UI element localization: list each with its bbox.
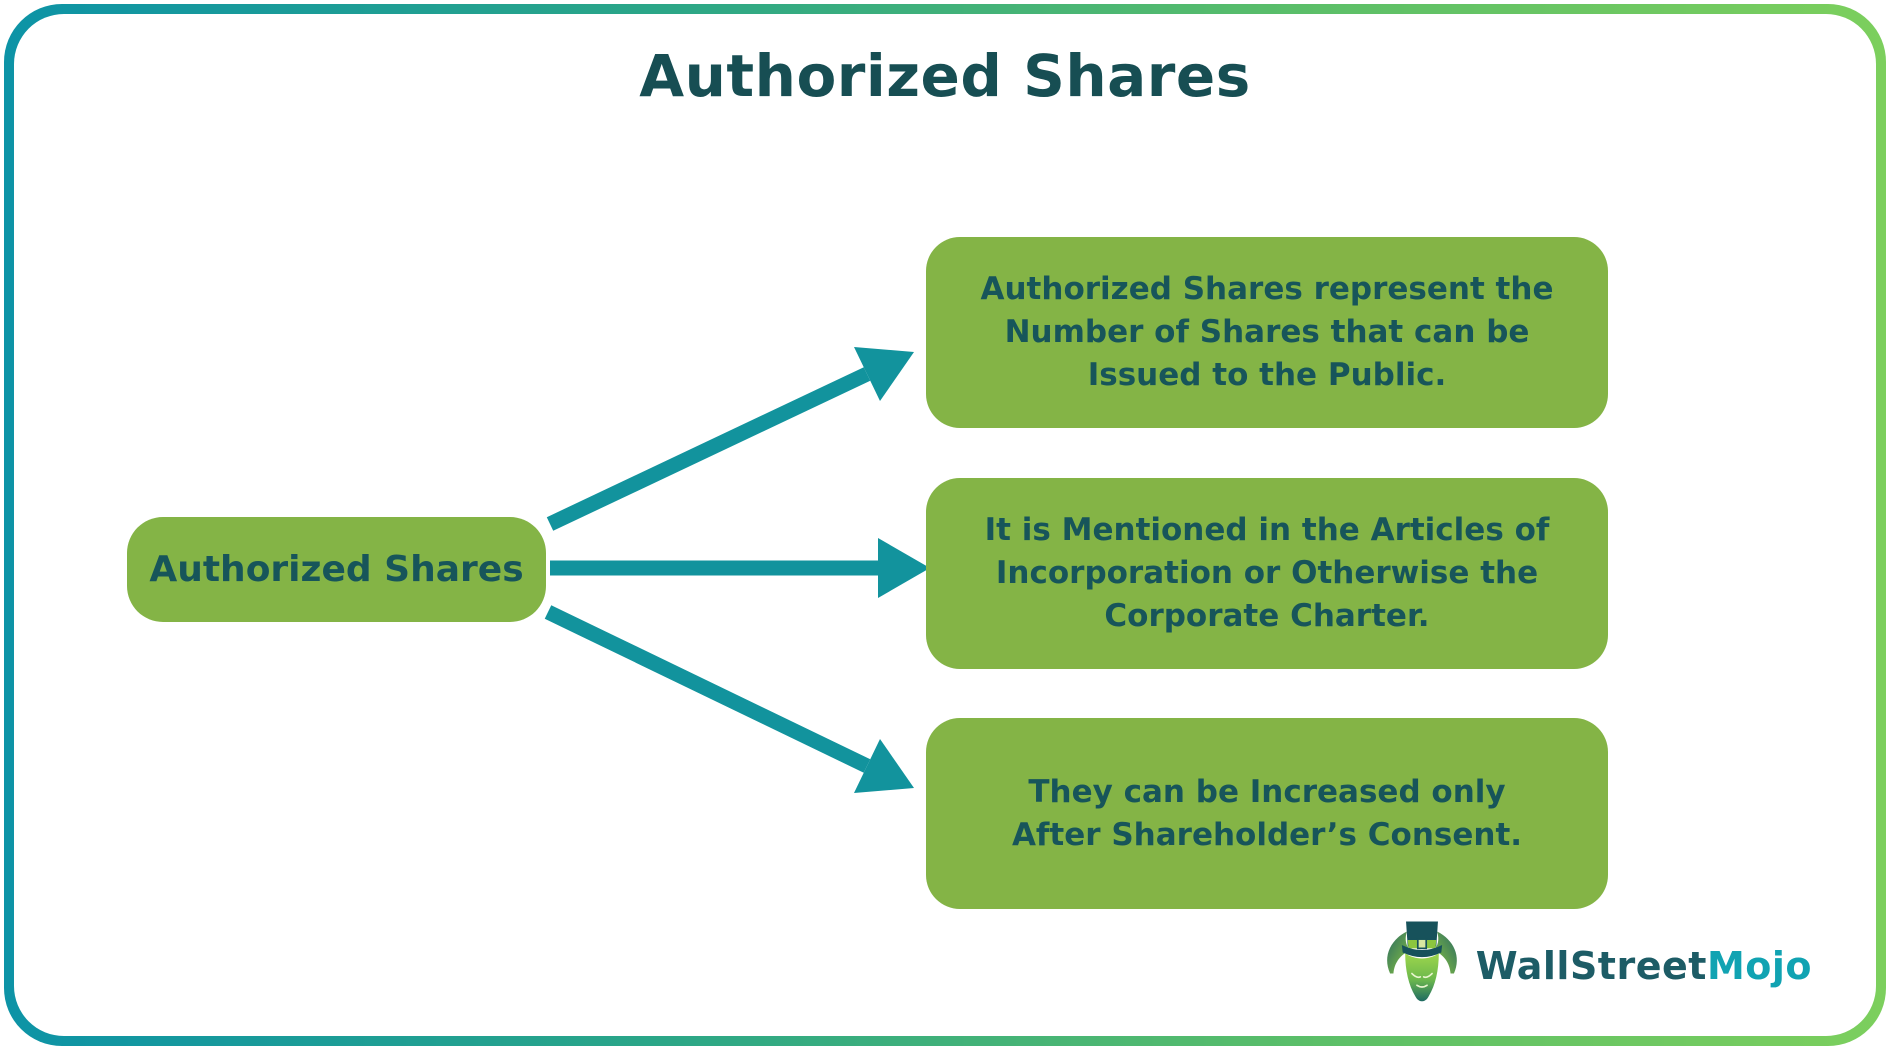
info-box-1-line-1: Authorized Shares represent the	[980, 271, 1554, 308]
info-box-2-line-2: Incorporation or Otherwise the	[995, 555, 1539, 592]
logo-wordmark: WallStreetMojo	[1476, 944, 1812, 988]
logo-text-wallstreet: WallStreet	[1475, 944, 1707, 988]
info-box-1-line-3: Issued to the Public.	[1087, 356, 1447, 393]
info-box-2-line-1: It is Mentioned in the Articles of	[984, 512, 1550, 549]
logo-text-mojo: Mojo	[1706, 944, 1812, 988]
wallstreetmojo-logo: WallStreetMojo	[1380, 918, 1812, 1014]
bull-with-top-hat-icon	[1386, 921, 1457, 1002]
info-box-articles-of-incorporation: It is Mentioned in the Articles of Incor…	[926, 478, 1608, 669]
root-node-label: Authorized Shares	[149, 549, 524, 590]
page-title: Authorized Shares	[639, 42, 1251, 110]
info-box-3-line-2: After Shareholder’s Consent.	[1011, 816, 1523, 853]
info-box-shareholder-consent: They can be Increased only After Shareho…	[926, 718, 1608, 909]
info-box-2-line-3: Corporate Charter.	[1104, 597, 1430, 634]
info-box-issued-to-public: Authorized Shares represent the Number o…	[926, 237, 1608, 428]
info-box-3-line-1: They can be Increased only	[1028, 773, 1506, 810]
root-node-authorized-shares: Authorized Shares	[127, 517, 546, 622]
info-box-1-line-2: Number of Shares that can be	[1004, 314, 1530, 351]
